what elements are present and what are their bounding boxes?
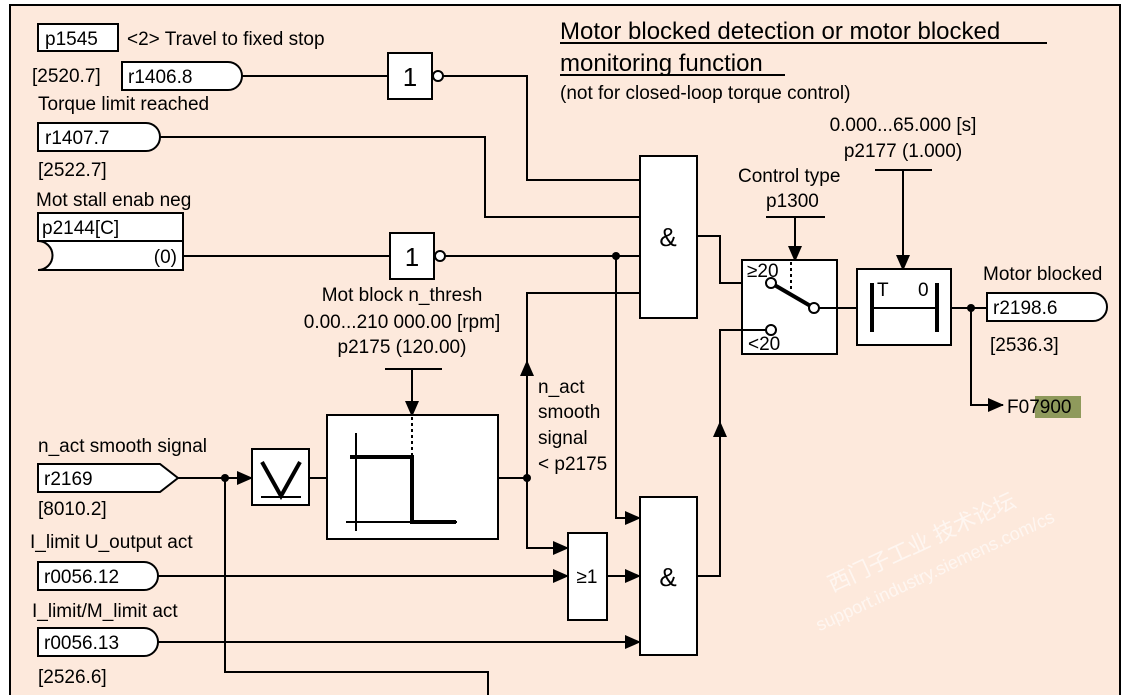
threshold-label: Mot block n_thresh: [322, 285, 483, 306]
timer-range: 0.000...65.000 [s]: [830, 115, 977, 136]
threshold-range: 0.00...210 000.00 [rpm]: [304, 312, 500, 333]
not-gate-1-label: 1: [403, 62, 417, 92]
not-gate-1: [387, 52, 433, 100]
r2198-ref: [2536.3]: [990, 335, 1059, 356]
svg-text:signal: signal: [538, 428, 588, 449]
r1407-ref: [2522.7]: [38, 160, 107, 181]
or-gate-label: ≥1: [577, 567, 598, 588]
r1407-connector: [37, 122, 161, 152]
switch-lower-label: <20: [748, 334, 780, 355]
title-line-1: Motor blocked detection or motor blocked: [560, 18, 1000, 45]
not-gate-2-label: 1: [405, 242, 419, 272]
r0056-12-label: I_limit U_output act: [30, 532, 193, 553]
inverter-bubble: [432, 70, 444, 82]
r0056-13-connector: [37, 627, 159, 657]
r2169-ref: [8010.2]: [38, 499, 107, 520]
r0056-12-param: r0056.12: [44, 567, 119, 588]
switch-upper-label: ≥20: [747, 261, 779, 282]
compare-label: n_act smooth signal < p2175: [538, 377, 607, 475]
and-gate-bottom: [639, 496, 698, 656]
r0056-13-label: I_limit/M_limit act: [32, 601, 178, 622]
diagram-title: Motor blocked detection or motor blocked…: [560, 18, 1047, 104]
r1406-ref: [2520.7]: [32, 66, 101, 87]
control-type-label: Control type: [738, 166, 840, 187]
title-line-2: monitoring function: [560, 50, 763, 77]
r1407-label: Torque limit reached: [38, 94, 209, 115]
p1545-label: <2> Travel to fixed stop: [127, 29, 325, 50]
p2144-param: p2144[C]: [42, 218, 119, 239]
and-gate-top-label: &: [659, 222, 676, 252]
r2169-label: n_act smooth signal: [38, 436, 207, 457]
and-gate-top: [639, 155, 698, 319]
r2169-connector: [37, 463, 180, 493]
r0056-12-connector: [37, 561, 159, 591]
r1406-connector: [121, 61, 243, 91]
svg-text:n_act: n_act: [538, 377, 585, 398]
r2169-param: r2169: [44, 469, 93, 490]
inverter-bubble: [434, 250, 446, 262]
r1406-param: r1406.8: [128, 67, 192, 88]
p2144-default: (0): [154, 247, 177, 268]
p2144-connector: [37, 240, 184, 271]
and-gate-bottom-label: &: [659, 562, 676, 592]
p1545-param: p1545: [45, 29, 98, 50]
r0056-13-param: r0056.13: [44, 633, 119, 654]
r1407-param: r1407.7: [45, 128, 109, 149]
svg-text:< p2175: < p2175: [538, 454, 607, 475]
svg-text:smooth: smooth: [538, 402, 600, 423]
p2175-param: p2175 (120.00): [338, 337, 467, 358]
not-gate-2: [389, 232, 435, 280]
r2198-connector: [986, 292, 1108, 322]
hysteresis-icon: [350, 455, 456, 524]
fault-f07900: F07900: [1007, 397, 1071, 418]
r2198-param: r2198.6: [993, 298, 1057, 319]
title-note: (not for closed-loop torque control): [560, 83, 850, 104]
p1300-param: p1300: [766, 191, 819, 212]
timer-zero: 0: [918, 280, 929, 301]
motor-blocked-label: Motor blocked: [983, 264, 1102, 285]
timer-t: T: [877, 280, 889, 301]
p2177-param: p2177 (1.000): [844, 141, 962, 162]
r0056-13-ref: [2526.6]: [38, 667, 107, 688]
p2144-label: Mot stall enab neg: [36, 190, 191, 211]
p1545-box: [37, 23, 119, 52]
